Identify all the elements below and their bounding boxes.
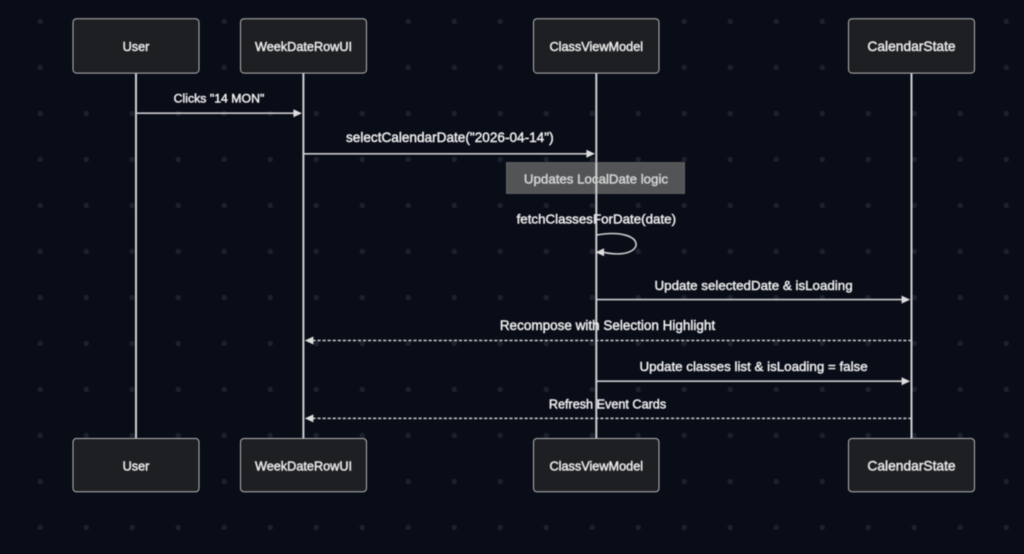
svg-text:Refresh Event Cards: Refresh Event Cards [549,398,666,412]
svg-text:Clicks "14 MON": Clicks "14 MON" [174,91,265,105]
svg-text:WeekDateRowUI: WeekDateRowUI [255,460,352,474]
svg-text:ClassViewModel: ClassViewModel [550,40,644,54]
svg-text:Update selectedDate & isLoadin: Update selectedDate & isLoading [655,278,853,293]
svg-text:selectCalendarDate("2026-04-14: selectCalendarDate("2026-04-14") [346,130,554,145]
svg-text:User: User [123,460,151,474]
svg-text:WeekDateRowUI: WeekDateRowUI [255,40,352,54]
svg-text:Update classes list & isLoadin: Update classes list & isLoading = false [640,359,868,374]
svg-text:CalendarState: CalendarState [867,39,956,54]
svg-text:ClassViewModel: ClassViewModel [550,460,644,474]
svg-text:User: User [123,40,151,54]
svg-text:CalendarState: CalendarState [867,459,956,474]
svg-text:Recompose with Selection Highl: Recompose with Selection Highlight [500,318,716,333]
svg-text:fetchClassesForDate(date): fetchClassesForDate(date) [517,211,676,226]
